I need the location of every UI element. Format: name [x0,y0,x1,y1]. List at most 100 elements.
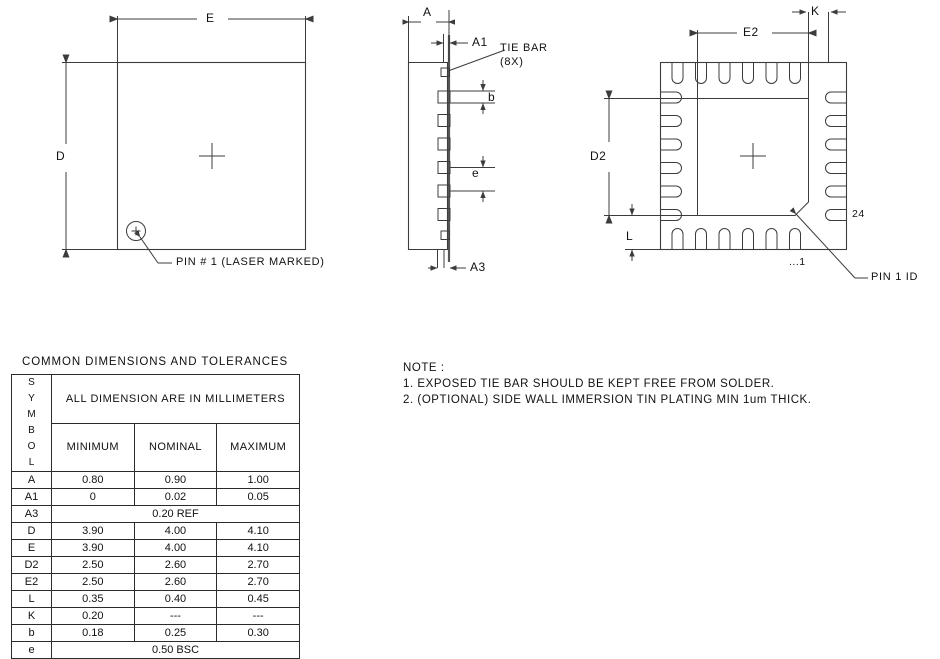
pin-left-5 [660,185,682,198]
table-header-row-2: MINIMUM NOMINAL MAXIMUM [12,422,300,472]
table-row: E2 2.50 2.60 2.70 [11,573,300,591]
row-minimum: 2.50 [51,556,135,574]
pin-top-2 [695,62,707,84]
pin1-laser-callout-text: PIN # 1 (LASER MARKED) [176,256,325,268]
pin-top-6 [789,62,801,84]
row-nominal: 0.25 [133,624,218,642]
bottom-view-geometry [604,9,868,279]
pin-bottom-2 [695,228,707,250]
pin-bottom-4 [742,228,754,250]
pin-bottom-5 [765,228,778,250]
label-pin-24: 24 [852,208,865,220]
row-nominal: 2.60 [133,556,218,574]
row-nominal: 4.00 [133,539,218,557]
row-nominal: 2.60 [133,573,218,591]
notes-heading: NOTE : [403,362,445,374]
row-nominal: 0.02 [133,488,218,506]
row-maximum: 0.45 [216,590,300,608]
label-dim-E2: E2 [743,25,759,39]
row-maximum: 0.30 [216,624,300,642]
label-pin-1: ...1 [789,256,806,268]
label-dim-b: b [488,90,496,104]
table-row: e 0.50 BSC [11,641,300,659]
pin-bottom-6 [789,228,801,250]
tie-bar-label-line1: TIE BAR [500,42,548,54]
label-dim-e: e [472,166,480,180]
pin-bottom-1 [671,228,684,250]
row-maximum: 2.70 [216,556,300,574]
row-minimum: 0.20 [51,607,135,625]
row-symbol: L [11,590,52,608]
pin-right-6 [825,209,847,221]
side-view-geometry [402,10,506,271]
units-header: ALL DIMENSION ARE IN MILLIMETERS [51,374,300,424]
label-dim-L: L [626,229,634,243]
row-maximum: 4.10 [216,539,300,557]
row-symbol: b [11,624,52,642]
table-row: L 0.35 0.40 0.45 [11,590,300,608]
top-view-geometry [62,15,314,264]
pin-right-5 [825,185,847,198]
table-row: A 0.80 0.90 1.00 [11,471,300,489]
note-item-1: 1. EXPOSED TIE BAR SHOULD BE KEPT FREE F… [403,378,775,390]
pin-top-5 [765,62,778,84]
tie-bar-leader [447,49,506,72]
row-minimum: 0.35 [51,590,135,608]
pin-top-1 [671,62,684,84]
row-symbol: e [11,641,52,659]
table-row: A3 0.20 REF [11,505,300,523]
row-symbol: D [11,522,52,540]
pin1-laser-mark-circle [126,221,146,241]
pin-left-1 [660,91,682,104]
pin-left-2 [660,115,682,127]
row-nominal: 0.90 [133,471,218,489]
row-nominal: 4.00 [133,522,218,540]
pin-right-2 [825,115,847,127]
pin-right-1 [825,91,847,104]
label-dim-D2: D2 [590,149,607,163]
row-minimum: 0.18 [51,624,135,642]
table-row: A1 0 0.02 0.05 [11,488,300,506]
label-dim-A1: A1 [472,35,488,49]
row-span-value: 0.20 REF [51,505,300,523]
table-row: D2 2.50 2.60 2.70 [11,556,300,574]
row-minimum: 0 [51,488,135,506]
row-minimum: 3.90 [51,522,135,540]
column-header-minimum: MINIMUM [51,422,135,472]
column-header-maximum: MAXIMUM [216,422,300,472]
top-view-body-outline [116,61,307,251]
table-row: E 3.90 4.00 4.10 [11,539,300,557]
dimensions-table: S Y M B O L ALL DIMENSION ARE IN MILLIME… [11,374,300,659]
row-symbol: A1 [11,488,52,506]
table-row: b 0.18 0.25 0.30 [11,624,300,642]
row-minimum: 0.80 [51,471,135,489]
row-minimum: 3.90 [51,539,135,557]
pin-top-3 [718,62,731,84]
pin-bottom-3 [718,228,731,250]
bottom-view-pins-top [671,62,801,84]
dimensions-table-block: COMMON DIMENSIONS AND TOLERANCES S Y M B… [11,356,300,659]
row-symbol: E [11,539,52,557]
row-maximum: 1.00 [216,471,300,489]
side-view-lead-6 [437,208,451,221]
pin-right-4 [825,162,847,174]
pin-left-3 [660,138,682,151]
row-span-value: 0.50 BSC [51,641,300,659]
side-view-lead-1 [437,90,451,104]
table-header-row-1: S Y M B O L ALL DIMENSION ARE IN MILLIME… [11,374,300,472]
row-symbol: K [11,607,52,625]
bottom-view-pins-right [825,91,847,221]
bottom-view-pins-bottom [671,228,801,250]
row-symbol: A3 [11,505,52,523]
bottom-view-pins-left [660,91,682,221]
label-dim-K: K [811,4,820,18]
pin1-callout-leader [133,230,159,264]
pin-right-3 [825,138,847,151]
row-maximum: --- [216,607,300,625]
pin-left-4 [660,162,682,174]
table-row: K 0.20 --- --- [11,607,300,625]
row-symbol: E2 [11,573,52,591]
row-symbol: D2 [11,556,52,574]
